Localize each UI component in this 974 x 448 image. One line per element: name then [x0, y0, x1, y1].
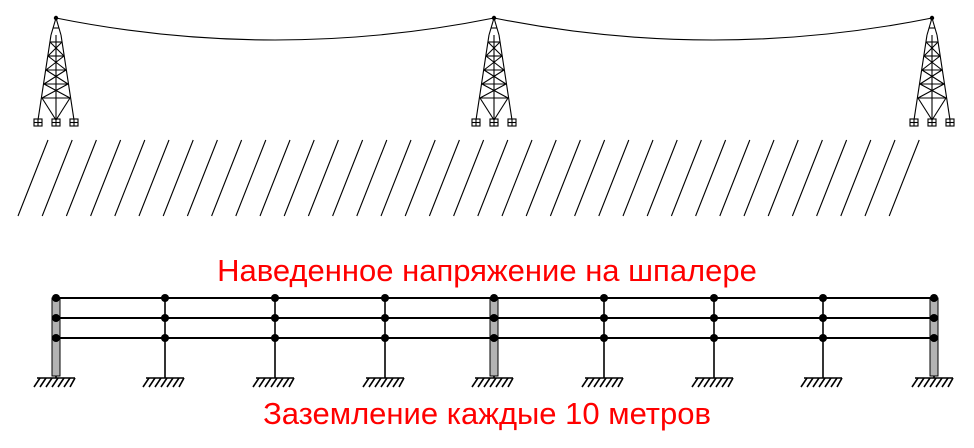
- transmission-tower-middle: [471, 17, 517, 127]
- power-line-conductor: [55, 17, 933, 41]
- transmission-tower-right: [909, 17, 955, 127]
- trellis-post: [252, 294, 295, 388]
- transmission-tower-left: [33, 17, 79, 127]
- ground-symbol: [691, 377, 734, 388]
- trellis-post: [362, 294, 405, 388]
- trellis-post: [581, 294, 624, 388]
- ground-symbol: [252, 377, 295, 388]
- ground-hatching: [17, 139, 920, 217]
- trellis-post: [142, 294, 185, 388]
- ground-symbol: [581, 377, 624, 388]
- ground-symbol: [800, 377, 843, 388]
- induced-voltage-caption: Наведенное напряжение на шпалере: [217, 253, 757, 288]
- grounding-interval-caption: Заземление каждые 10 метров: [263, 396, 711, 431]
- ground-symbol: [142, 377, 185, 388]
- ground-symbol: [362, 377, 405, 388]
- trellis-post: [911, 294, 954, 388]
- trellis-posts: [33, 294, 954, 388]
- ground-symbol: [911, 377, 954, 388]
- ground-symbol: [33, 377, 76, 388]
- trellis-post: [33, 294, 76, 388]
- ground-symbol: [471, 377, 514, 388]
- trellis-post: [800, 294, 843, 388]
- trellis-post: [471, 294, 514, 388]
- trellis-post: [691, 294, 734, 388]
